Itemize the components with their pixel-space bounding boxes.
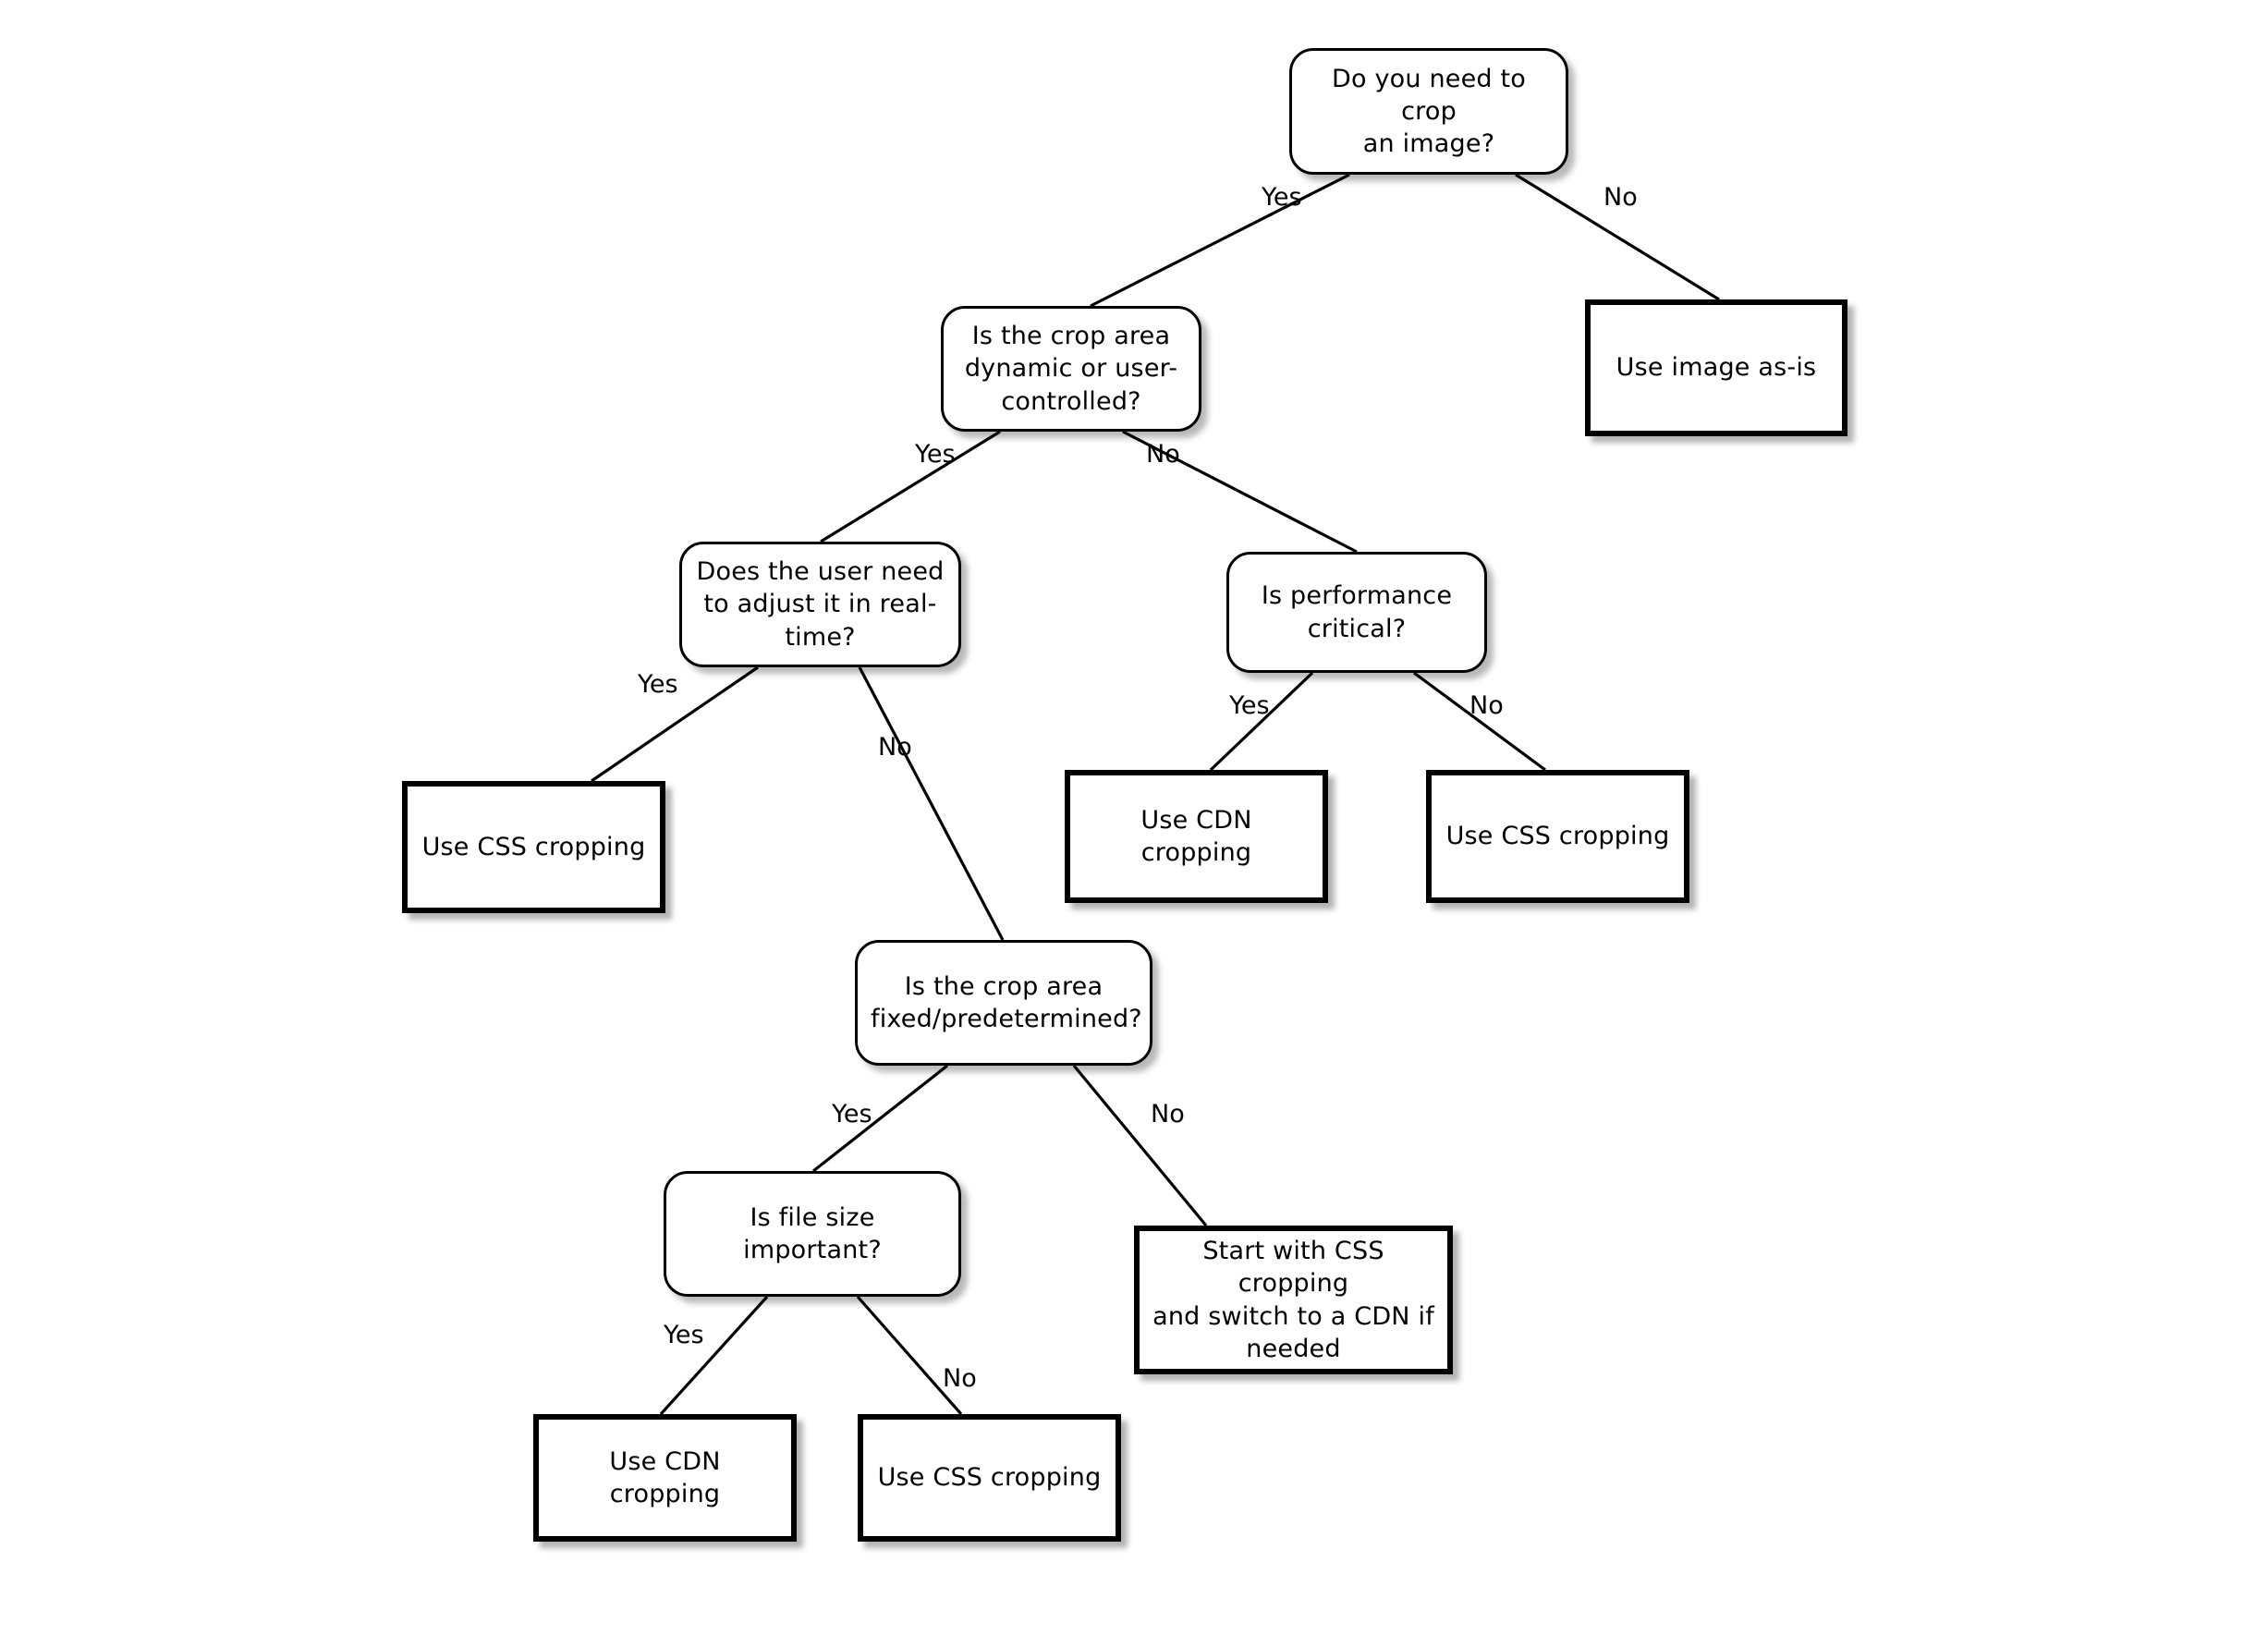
edge-label-e9: Yes (832, 1100, 872, 1128)
edge-label-e11: Yes (664, 1321, 704, 1349)
node-label: Is the crop area fixed/predetermined? (871, 971, 1142, 1033)
decision-node-filesize[interactable]: Is file size important? (664, 1171, 961, 1297)
node-label: Use CDN cropping (609, 1446, 721, 1508)
edge-n_root-to-n_dynamic (1090, 173, 1350, 308)
edge-n_root-to-n_use_as_is (1515, 173, 1720, 301)
edge-label-e12: No (943, 1364, 977, 1393)
edge-n_perf-to-n_css_perf (1413, 671, 1546, 772)
node-label: Use CSS cropping (877, 1463, 1102, 1493)
decision-node-fixed[interactable]: Is the crop area fixed/predetermined? (855, 940, 1152, 1066)
edge-label-e3: Yes (915, 440, 956, 469)
decision-node-dynamic[interactable]: Is the crop area dynamic or user- contro… (941, 306, 1201, 432)
node-label: Use image as-is (1616, 353, 1817, 383)
outcome-node-start_css[interactable]: Start with CSS cropping and switch to a … (1134, 1226, 1453, 1374)
decision-node-root[interactable]: Do you need to crop an image? (1289, 48, 1568, 175)
edge-label-e6: No (878, 733, 912, 762)
outcome-node-css_filesize[interactable]: Use CSS cropping (858, 1414, 1121, 1542)
edge-label-e5: Yes (638, 670, 678, 699)
outcome-node-cdn_filesize[interactable]: Use CDN cropping (533, 1414, 797, 1542)
decision-node-realtime[interactable]: Does the user need to adjust it in real-… (679, 542, 961, 667)
edge-label-e2: No (1603, 183, 1638, 212)
decision-node-perf[interactable]: Is performance critical? (1226, 552, 1487, 673)
edge-label-e8: No (1469, 691, 1504, 720)
edge-n_filesize-to-n_css_filesize (856, 1295, 963, 1416)
node-label: Is the crop area dynamic or user- contro… (964, 322, 1178, 416)
edge-n_fixed-to-n_filesize (812, 1064, 948, 1173)
edge-label-e10: No (1151, 1100, 1185, 1128)
node-label: Does the user need to adjust it in real-… (696, 557, 945, 652)
edge-label-e4: No (1146, 440, 1180, 469)
outcome-node-cdn_perf[interactable]: Use CDN cropping (1065, 770, 1328, 903)
edge-n_realtime-to-n_fixed (858, 666, 1005, 941)
node-label: Is performance critical? (1261, 581, 1453, 643)
edge-n_dynamic-to-n_realtime (820, 430, 1001, 543)
outcome-node-css_perf[interactable]: Use CSS cropping (1426, 770, 1689, 903)
outcome-node-css_realtime[interactable]: Use CSS cropping (402, 781, 665, 913)
node-label: Use CSS cropping (421, 832, 646, 861)
node-label: Do you need to crop an image? (1331, 64, 1527, 159)
edge-n_realtime-to-n_css_realtime (591, 665, 759, 783)
edge-label-e1: Yes (1262, 183, 1302, 212)
edge-n_filesize-to-n_cdn_filesize (659, 1295, 769, 1416)
node-label: Start with CSS cropping and switch to a … (1152, 1237, 1434, 1363)
node-label: Is file size important? (743, 1202, 882, 1264)
node-label: Use CDN cropping (1140, 805, 1252, 867)
edge-n_dynamic-to-n_perf (1122, 430, 1358, 554)
outcome-node-use_as_is[interactable]: Use image as-is (1585, 299, 1847, 436)
edge-n_fixed-to-n_start_css (1072, 1064, 1208, 1227)
node-label: Use CSS cropping (1445, 822, 1670, 851)
edge-label-e7: Yes (1229, 691, 1270, 720)
edge-n_perf-to-n_cdn_perf (1209, 671, 1314, 772)
